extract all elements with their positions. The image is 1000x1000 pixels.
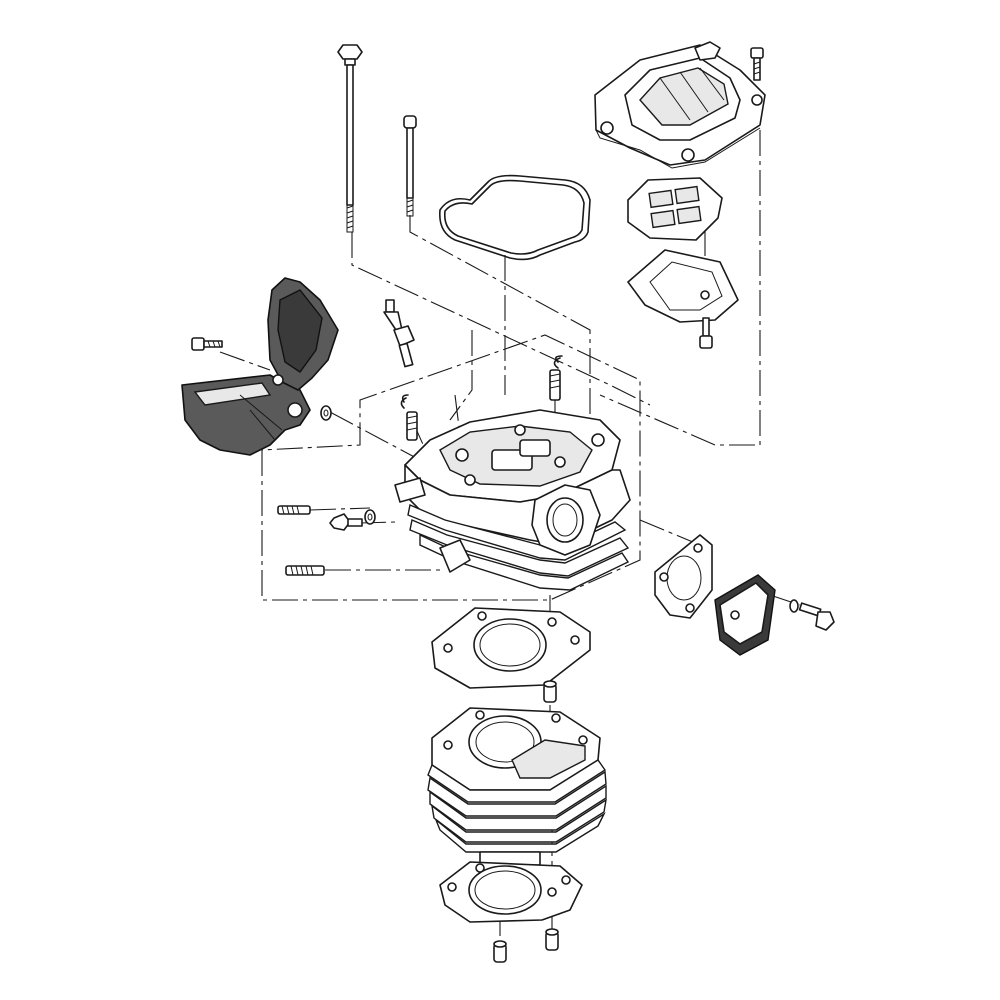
- head-gasket: [431, 607, 591, 689]
- exhaust-valve: [549, 355, 563, 401]
- cylinder-head: [394, 409, 631, 591]
- intake-gasket: [654, 534, 713, 619]
- head-bolt: [329, 513, 363, 531]
- base-gasket: [439, 861, 583, 923]
- valve-cover-bolt: [750, 47, 764, 81]
- head-side-cover: [181, 277, 339, 456]
- side-cover-washer: [320, 405, 332, 421]
- long-stud-bolt: [337, 44, 363, 233]
- dowel-pin: [543, 680, 557, 703]
- base-dowel-pin: [493, 928, 559, 963]
- head-stud-long: [285, 565, 325, 576]
- head-stud-short: [277, 505, 311, 515]
- intake-washer: [789, 599, 799, 613]
- breather-screw: [699, 317, 713, 349]
- valve-cover: [594, 41, 766, 169]
- intake-bolt: [798, 602, 835, 631]
- spark-plug: [383, 299, 415, 368]
- breather-plate: [627, 249, 739, 323]
- breather-gasket: [627, 177, 723, 241]
- short-stud-bolt: [403, 115, 417, 217]
- valve-cover-gasket: [438, 174, 591, 261]
- intake-valve: [400, 394, 418, 441]
- head-bolt-washer: [364, 509, 376, 525]
- intake-cap: [714, 574, 776, 656]
- side-cover-bolt: [191, 337, 223, 351]
- cylinder-block: [427, 707, 607, 866]
